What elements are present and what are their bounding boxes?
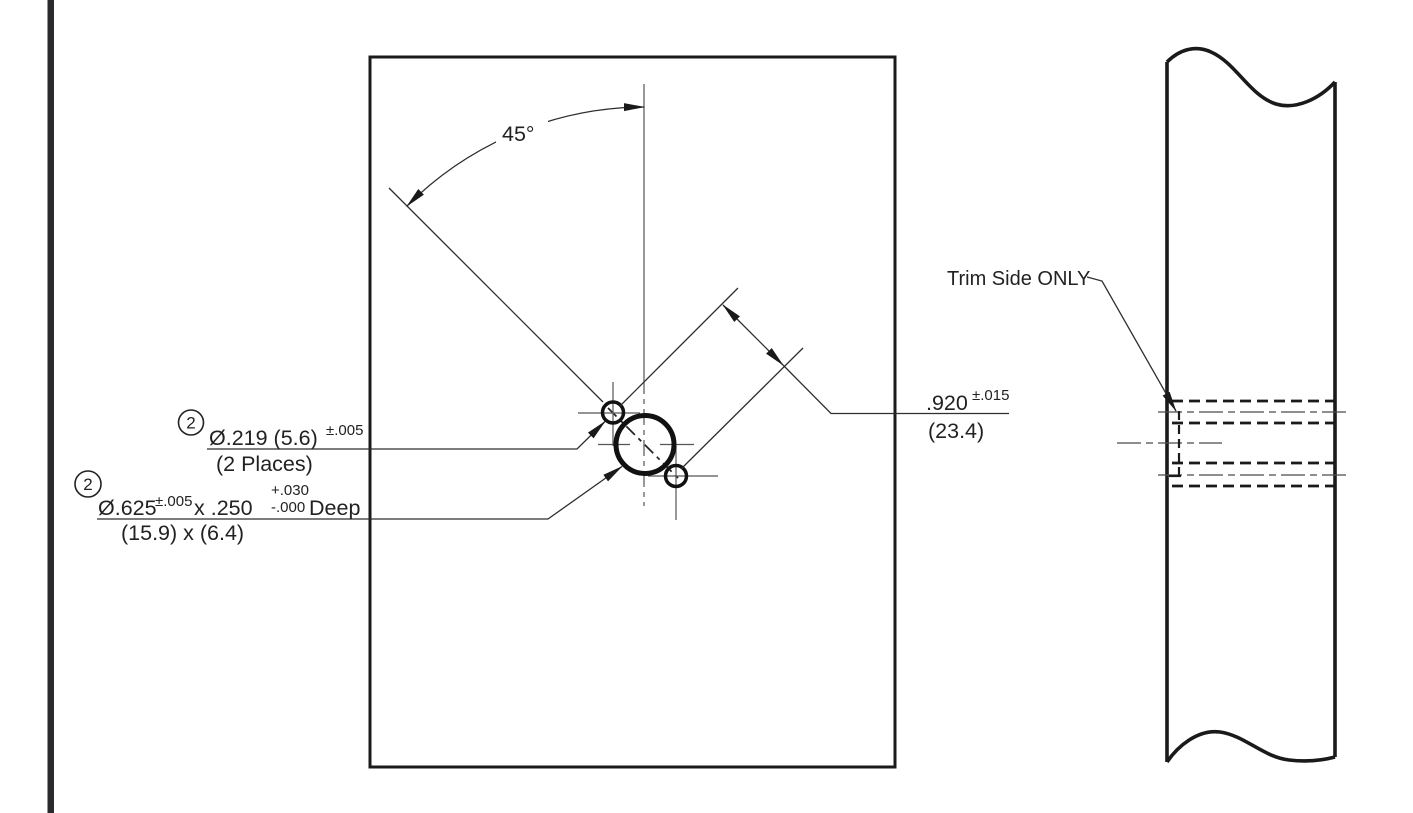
pilot-hole-top-circle: [600, 400, 626, 425]
spacing-dimension-leader: [782, 364, 1009, 415]
break-line-top: [1165, 46, 1337, 108]
trim-note-leader: [1086, 276, 1177, 412]
front-view: 45°: [97, 55, 1009, 769]
small-hole-callout: 2 Ø.219 (5.6) ±.005 (2 Places): [177, 409, 363, 476]
qty-balloon-small-label: 2: [186, 414, 195, 433]
qty-balloon-large-label: 2: [83, 475, 92, 494]
large-hole-tolerance-a: ±.005: [155, 493, 192, 510]
small-hole-callout-note: (2 Places): [216, 452, 313, 476]
trim-note: Trim Side ONLY: [947, 268, 1090, 290]
pilot-hole-bottom-circle: [663, 463, 689, 489]
large-hole-callout-metric: (15.9) x (6.4): [121, 521, 244, 545]
break-line-bottom: [1165, 729, 1336, 764]
small-hole-callout-tolerance: ±.005: [326, 422, 363, 439]
angle-label-backplate: [496, 116, 548, 146]
large-hole-callout-text-a: Ø.625: [98, 496, 157, 520]
spacing-dimension-value: .920: [926, 391, 968, 415]
large-hole-tolerance-lower: -.000: [271, 499, 305, 516]
angle-label: 45°: [502, 122, 535, 146]
large-hole-leader: [97, 465, 623, 520]
large-hole-callout: 2 +.030 Ø.625 ±.005 x .250 -.000 Deep (1…: [74, 470, 360, 545]
spacing-dimension-line: [722, 304, 784, 366]
large-hole-callout-text-c: Deep: [309, 496, 360, 520]
front-view-outline: [368, 55, 897, 769]
spacing-dimension-metric: (23.4): [928, 419, 984, 443]
qty-balloon-small: [177, 409, 205, 436]
spacing-dimension-text: .920 ±.015 (23.4): [926, 387, 1009, 443]
small-hole-leader: [207, 420, 606, 450]
extension-line-1: [619, 287, 739, 407]
large-hole-callout-text-b: x .250: [194, 496, 253, 520]
angled-construction-line: [388, 187, 604, 403]
small-hole-callout-text: Ø.219 (5.6): [209, 426, 318, 450]
extension-line-2: [680, 347, 804, 470]
side-view: Trim Side ONLY: [947, 46, 1348, 764]
counterbore-hole-circle: [613, 413, 677, 476]
page-edge-bar: [47, 0, 54, 813]
qty-balloon-large: [74, 470, 102, 498]
large-hole-tolerance-upper: +.030: [271, 482, 309, 499]
spacing-dimension-tolerance: ±.015: [972, 387, 1009, 404]
